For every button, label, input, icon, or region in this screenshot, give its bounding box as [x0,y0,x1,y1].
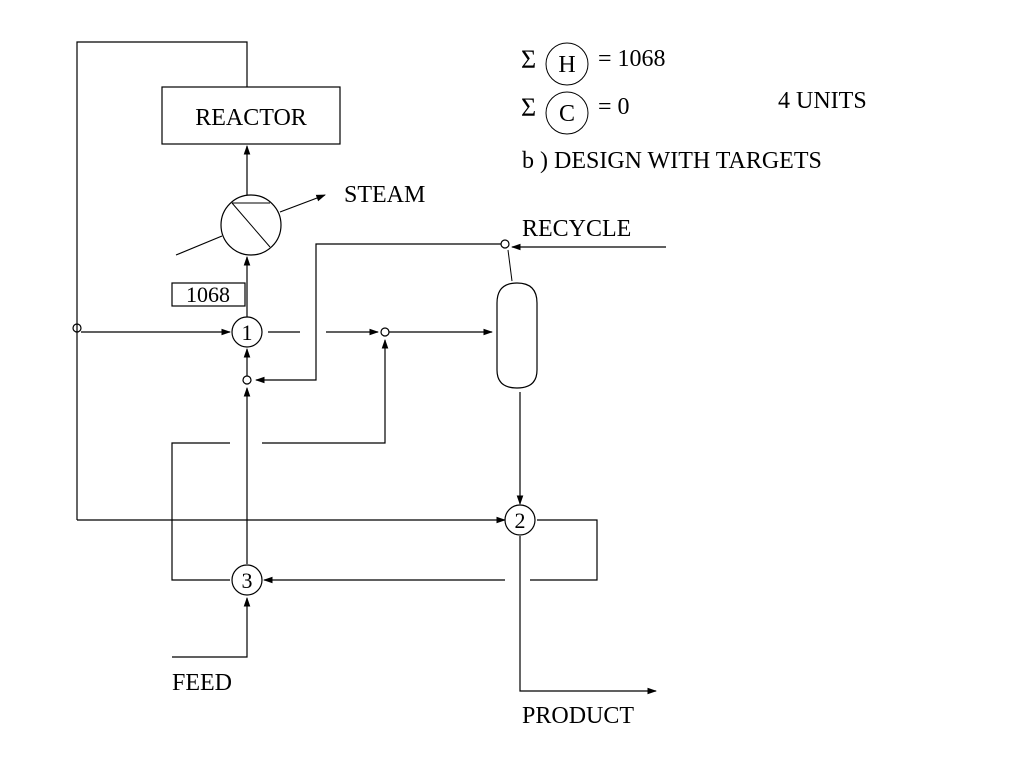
duty-box-value: 1068 [186,282,230,307]
hot-sum-symbol: H [558,52,575,78]
hot-sum-sigma: Σ [521,45,536,74]
summary-block: Σ H = 1068 Σ C = 0 4 UNITS b ) DESIGN WI… [521,42,867,174]
separator-vessel [496,282,538,389]
steam-label: STEAM [344,182,425,208]
cold-sum-circle [545,91,589,135]
hot-sum-value: = 1068 [598,46,666,72]
unit-2-label: 2 [515,508,526,533]
recycle-label: RECYCLE [522,216,631,242]
exchanger-unit-3 [231,564,263,596]
feed-line [172,597,251,658]
steam-heater-symbol [220,194,282,256]
unit-1-label: 1 [242,320,253,345]
reactor-label: REACTOR [195,105,307,131]
recycle-return-line [255,243,501,384]
diagram-caption: b ) DESIGN WITH TARGETS [522,148,822,174]
reactor-box [161,86,341,145]
product-line [519,536,657,695]
unit-2-loop-line [530,519,598,581]
steam-in-line [175,235,223,256]
exchanger-unit-1 [231,316,263,348]
recycle-to-separator [507,249,513,282]
duty-box [171,282,246,307]
cold-sum-sigma: Σ [521,93,536,122]
heater-hatch-diagonal [231,202,271,248]
product-label: PRODUCT [522,703,634,729]
mixer-node [380,327,390,337]
recycle-mix-node [242,375,252,385]
units-count: 4 UNITS [778,88,867,114]
unit-3-left-loop [171,442,230,581]
cold-sum-symbol: C [559,101,575,127]
cold-sum-value: = 0 [598,94,630,120]
reactor-outlet-line [76,41,248,520]
left-split-node [72,323,82,333]
exchanger-unit-2 [504,504,536,536]
unit-3-label: 3 [242,568,253,593]
split-to-mixer [262,339,389,444]
recycle-node [500,239,510,249]
steam-out-line [279,194,326,213]
feed-label: FEED [172,670,232,696]
hot-sum-circle [545,42,589,86]
